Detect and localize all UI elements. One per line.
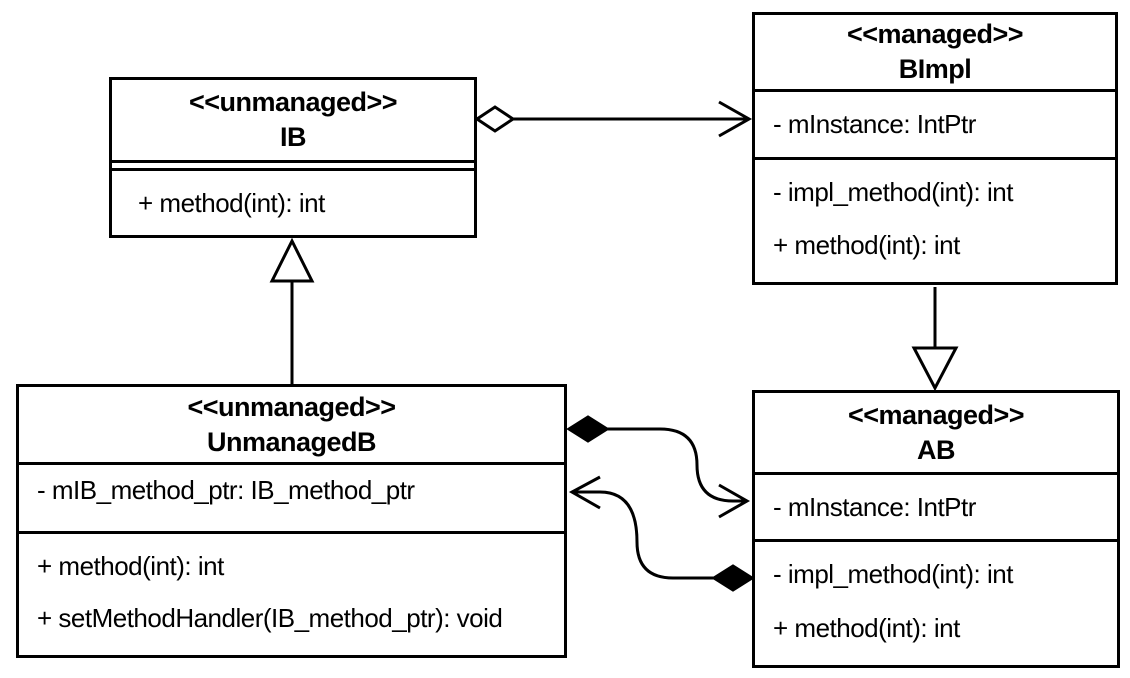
class-header-bimpl: <<managed>> BImpl: [755, 15, 1115, 92]
class-box-bimpl: <<managed>> BImpl - mInstance: IntPtr - …: [752, 12, 1118, 285]
composition-curve: [572, 490, 714, 580]
composition-ab-unmanagedb: [568, 475, 755, 592]
class-header-unmanagedb: <<unmanaged>> UnmanagedB: [19, 387, 564, 465]
method-entry: + method(int): int: [138, 187, 325, 218]
attribute-entry: - mInstance: IntPtr: [773, 491, 976, 522]
attribute-entry: - mIB_method_ptr: IB_method_ptr: [37, 475, 415, 505]
class-name: UnmanagedB: [206, 426, 377, 457]
attribute-entry: - mInstance: IntPtr: [773, 109, 976, 139]
class-box-unmanagedb: <<unmanaged>> UnmanagedB - mIB_method_pt…: [16, 384, 567, 658]
class-stereotype: <<unmanaged>>: [187, 391, 396, 422]
open-arrowhead-icon: [718, 100, 753, 138]
attributes-compartment: - mInstance: IntPtr: [755, 475, 1117, 542]
open-arrowhead-icon: [718, 483, 751, 519]
method-entry: + method(int): int: [773, 612, 960, 643]
generalization-bimpl-ab: [911, 287, 959, 392]
methods-compartment: - impl_method(int): int + method(int): i…: [755, 160, 1115, 282]
composition-unmanagedb-ab: [566, 415, 751, 519]
class-header-ab: <<managed>> AB: [755, 393, 1117, 475]
open-arrowhead-icon: [568, 475, 601, 510]
methods-compartment: + method(int): int + setMethodHandler(IB…: [19, 534, 564, 655]
class-box-ab: <<managed>> AB - mInstance: IntPtr - imp…: [752, 390, 1120, 668]
class-name: IB: [280, 122, 307, 152]
methods-compartment: + method(int): int: [112, 171, 474, 235]
generalization-unmanagedb-ib: [269, 237, 315, 384]
composition-curve: [607, 427, 747, 503]
method-entry: + method(int): int: [773, 230, 960, 260]
class-name: AB: [917, 434, 956, 465]
attributes-compartment: - mIB_method_ptr: IB_method_ptr: [19, 465, 564, 534]
aggregation-ib-bimpl: [474, 100, 753, 138]
generalization-triangle-icon: [911, 346, 959, 392]
attributes-compartment: [112, 163, 474, 171]
class-box-ib: <<unmanaged>> IB + method(int): int: [109, 77, 477, 238]
class-stereotype: <<managed>>: [847, 399, 1025, 430]
methods-compartment: - impl_method(int): int + method(int): i…: [755, 542, 1117, 665]
generalization-triangle-icon: [269, 237, 315, 283]
class-stereotype: <<unmanaged>>: [188, 87, 398, 117]
method-entry: + setMethodHandler(IB_method_ptr): void: [37, 603, 503, 634]
composition-diamond-icon: [566, 415, 610, 443]
class-header-ib: <<unmanaged>> IB: [112, 80, 474, 163]
class-name: BImpl: [898, 54, 972, 84]
method-entry: - impl_method(int): int: [773, 559, 1013, 590]
aggregation-diamond-icon: [474, 105, 516, 133]
method-entry: - impl_method(int): int: [773, 177, 1013, 207]
class-stereotype: <<managed>>: [846, 19, 1024, 49]
method-entry: + method(int): int: [37, 550, 224, 581]
composition-diamond-icon: [711, 564, 755, 592]
attributes-compartment: - mInstance: IntPtr: [755, 92, 1115, 160]
